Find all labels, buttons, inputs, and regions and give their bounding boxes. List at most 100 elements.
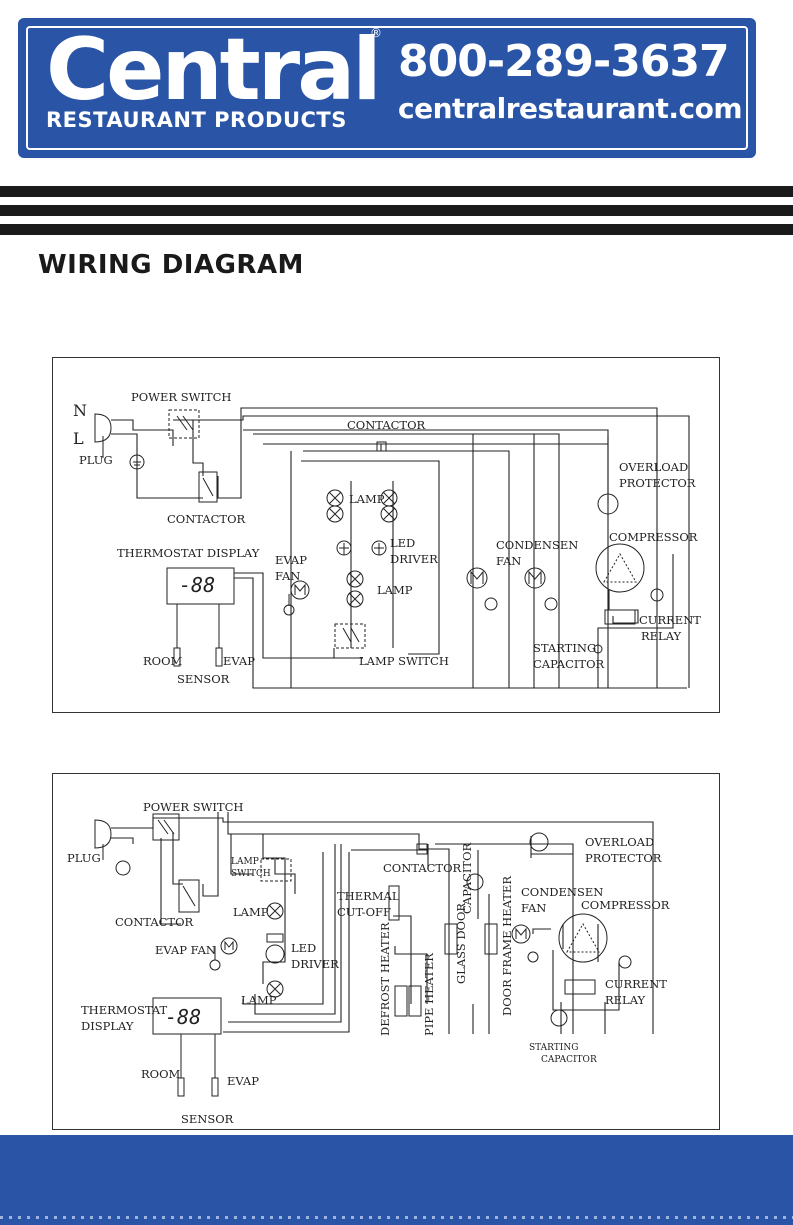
- power-switch-symbol: [152, 813, 180, 841]
- label-plug: PLUG: [79, 453, 113, 467]
- label-relay: RELAY: [641, 629, 682, 643]
- label-led: LED: [390, 536, 415, 550]
- condenser-fan-motor-icon: [511, 924, 539, 963]
- label-starting-capacitor: CAPACITOR: [541, 1055, 597, 1065]
- label-driver: DRIVER: [291, 957, 339, 971]
- lamp-icon: [326, 489, 398, 608]
- current-relay-icon: [604, 609, 636, 625]
- label-l: L: [73, 429, 84, 448]
- footer-dots: [0, 1216, 793, 1219]
- label-overload: OVERLOAD: [585, 835, 654, 849]
- label-room: ROOM: [143, 654, 183, 668]
- label-evap-fan: FAN: [275, 569, 300, 583]
- current-relay-icon: [564, 979, 596, 995]
- label-thermostat-display: THERMOSTAT DISPLAY: [117, 546, 260, 560]
- label-display: DISPLAY: [81, 1019, 134, 1033]
- glass-door-heater-symbol: [444, 923, 458, 955]
- label-led: LED: [291, 941, 316, 955]
- defrost-heater-symbol: [394, 985, 408, 1017]
- label-glass-door: GLASS DOOR: [454, 903, 468, 984]
- label-relay: RELAY: [605, 993, 646, 1007]
- page-title: WIRING DIAGRAM: [38, 250, 304, 280]
- website-link[interactable]: centralrestaurant.com: [398, 92, 743, 125]
- phone-number[interactable]: 800-289-3637: [398, 36, 730, 87]
- label-lamp-mid: LAMP: [377, 583, 413, 597]
- label-contactor-left: CONTACTOR: [167, 512, 246, 526]
- label-power-switch: POWER SWITCH: [143, 800, 243, 814]
- label-compressor: COMPRESSOR: [581, 898, 670, 912]
- label-evap: EVAP: [275, 553, 307, 567]
- condenser-fan-motor-icon: [466, 567, 558, 611]
- label-contactor-top: CONTACTOR: [347, 418, 426, 432]
- label-thermal: THERMAL: [337, 889, 400, 903]
- label-lamp-switch-1: LAMP: [231, 857, 259, 867]
- label-starting: STARTING: [533, 641, 596, 655]
- label-evap-fan: EVAP FAN: [155, 943, 216, 957]
- label-lamp-top: LAMP: [349, 492, 385, 506]
- evap-fan-motor-icon: [209, 937, 238, 971]
- label-plug: PLUG: [67, 851, 101, 865]
- registered-mark: ®: [370, 26, 382, 40]
- plug-icon: [94, 819, 131, 876]
- diagram-2-svg: -88 POWER SWITCH PLUG LAMP SWITCH CONTAC…: [67, 800, 670, 1126]
- label-pipe-heater: PIPE HEATER: [422, 953, 436, 1036]
- label-contactor-top: CONTACTOR: [383, 861, 462, 875]
- brand-banner: Central ® RESTAURANT PRODUCTS 800-289-36…: [18, 18, 756, 158]
- sensor-probes: [173, 604, 223, 667]
- lamp-switch-symbol: [334, 623, 366, 649]
- label-door-frame-heater: DOOR FRAME HEATER: [500, 876, 514, 1016]
- label-current: CURRENT: [639, 613, 701, 627]
- sensor-probes: [177, 1034, 219, 1097]
- label-capacitor: CAPACITOR: [460, 842, 474, 914]
- contactor-top-symbol: [376, 441, 387, 452]
- label-condensen-fan: FAN: [496, 554, 521, 568]
- contactor-symbol: [178, 879, 200, 913]
- wiring-diagram-2: -88 POWER SWITCH PLUG LAMP SWITCH CONTAC…: [52, 773, 720, 1130]
- lamp-icon: [266, 902, 284, 998]
- thermostat-readout: -88: [165, 1005, 201, 1029]
- label-evap: EVAP: [227, 1074, 259, 1088]
- thermostat-display-box: [152, 997, 222, 1035]
- power-switch-symbol: [168, 409, 200, 439]
- label-lamp-switch-2: SWITCH: [231, 869, 271, 879]
- label-lamp-switch: LAMP SWITCH: [359, 654, 449, 668]
- label-n: N: [73, 401, 87, 420]
- thermostat-readout: -88: [179, 573, 215, 597]
- label-defrost-heater: DEFROST HEATER: [378, 922, 392, 1036]
- led-driver-icon: [265, 944, 285, 964]
- footer-bar: [0, 1135, 793, 1225]
- label-driver: DRIVER: [390, 552, 438, 566]
- door-frame-heater-symbol: [484, 923, 498, 955]
- label-compressor: COMPRESSOR: [609, 530, 698, 544]
- lamp-switch-symbol: [260, 858, 292, 882]
- divider-stripe: [0, 205, 793, 216]
- diagram-1-svg: -88 N L PLUG POWER SWITCH CONTACTOR CONT…: [73, 390, 701, 689]
- banner-border: [26, 26, 748, 150]
- starting-capacitor-icon: [550, 1009, 568, 1027]
- thermal-cutoff-symbol: [388, 885, 400, 921]
- divider-stripe: [0, 186, 793, 197]
- thermostat-display-box: [166, 567, 235, 605]
- label-room: ROOM: [141, 1067, 181, 1081]
- label-condensen: CONDENSEN: [496, 538, 578, 552]
- capacitor-icon: [466, 873, 484, 891]
- overload-protector-icon: [597, 493, 619, 515]
- label-thermostat: THERMOSTAT: [81, 1003, 168, 1017]
- label-sensor: SENSOR: [177, 672, 230, 686]
- label-starting: STARTING: [529, 1043, 578, 1053]
- led-driver-icon: [336, 540, 387, 556]
- label-protector: PROTECTOR: [619, 476, 696, 490]
- label-capacitor: CAPACITOR: [533, 657, 605, 671]
- label-power-switch: POWER SWITCH: [131, 390, 231, 404]
- contactor-top-symbol: [416, 843, 428, 855]
- compressor-icon: [558, 913, 632, 969]
- label-contactor-left: CONTACTOR: [115, 915, 194, 929]
- contactor-symbol: [198, 471, 218, 503]
- switch-contacts: [176, 415, 194, 431]
- divider-stripe: [0, 224, 793, 235]
- label-sensor: SENSOR: [181, 1112, 234, 1126]
- overload-protector-icon: [529, 832, 549, 852]
- label-lamp-upper: LAMP: [233, 905, 269, 919]
- label-evap-sensor: EVAP: [223, 654, 255, 668]
- label-cut-off: CUT-OFF: [337, 905, 391, 919]
